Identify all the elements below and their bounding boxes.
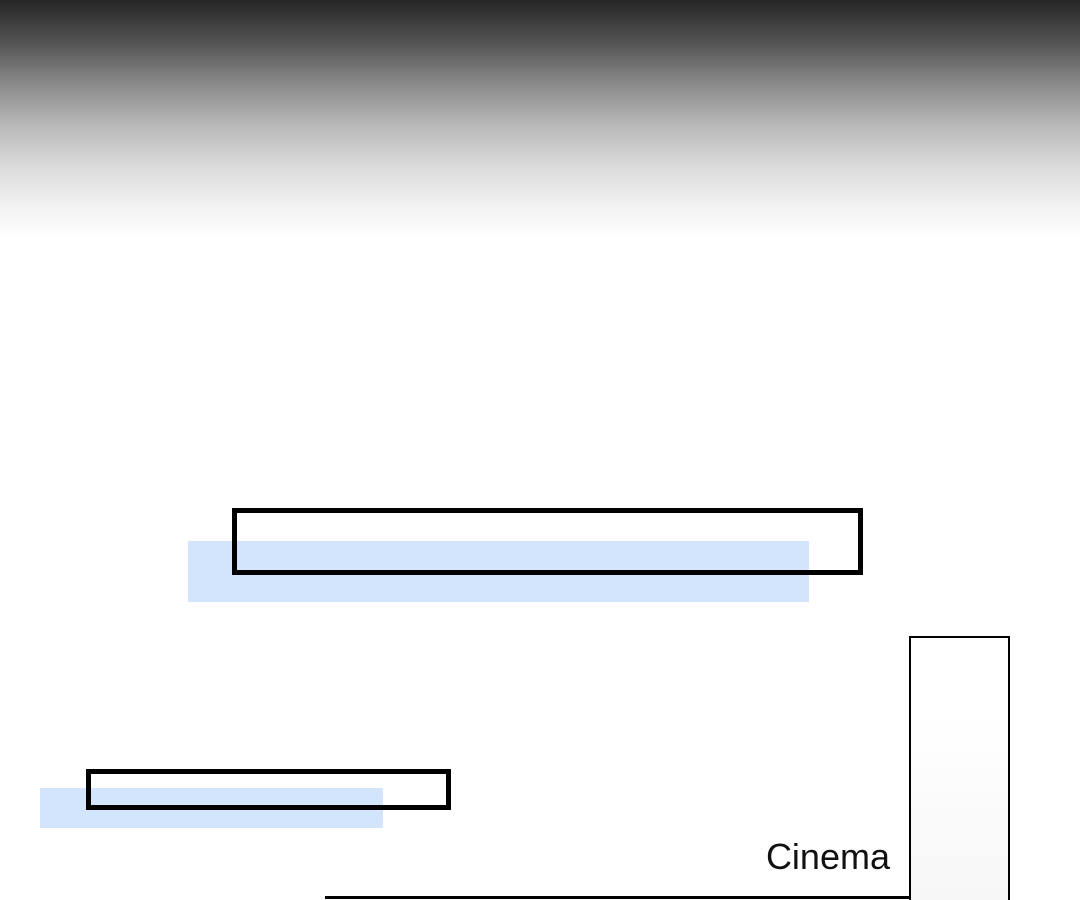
cinema-label: Cinema [765,836,890,877]
top-shadow-gradient [0,0,1080,240]
building-pillar [909,636,1010,900]
upper-outline-box [232,508,863,575]
ground-line [325,896,913,899]
lower-outline-box [86,769,451,810]
